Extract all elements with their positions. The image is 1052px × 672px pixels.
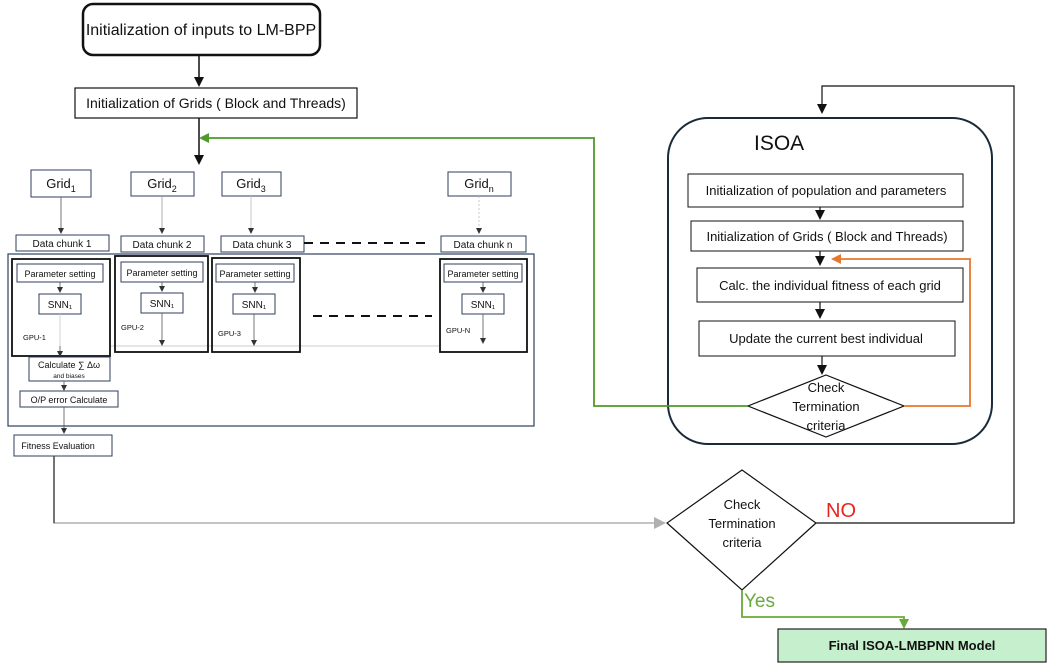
snn-1: SNN₁	[48, 300, 73, 311]
final-model-label: Final ISOA-LMBPNN Model	[829, 638, 996, 653]
gpu-3-label: GPU-3	[218, 329, 241, 338]
svg-text:Data chunk 1: Data chunk 1	[33, 239, 92, 250]
final-model-node: Final ISOA-LMBPNN Model	[777, 628, 1047, 663]
isoa-step-calc-fitness: Calc. the individual fitness of each gri…	[696, 267, 964, 303]
no-label: NO	[826, 500, 856, 522]
data-chunk-n: Data chunk n	[440, 235, 527, 253]
grid-n-subscript: n	[489, 184, 494, 194]
snn-2: SNN₁	[150, 299, 175, 310]
gpu-container	[7, 253, 535, 427]
arrow-fitness-to-check	[53, 456, 666, 529]
op-error-label: O/P error Calculate	[31, 395, 108, 405]
gpu-2-label: GPU-2	[121, 323, 144, 332]
calculate-line2: and biases	[53, 373, 85, 380]
param-setting-2: Parameter setting	[126, 268, 197, 278]
yes-label: Yes	[744, 591, 775, 612]
svg-text:Grid2: Grid2	[147, 176, 177, 194]
svg-text:Data chunk 2: Data chunk 2	[133, 240, 192, 251]
no-loop-arrow	[816, 85, 1015, 524]
gpu-1-block: Parameter setting SNN₁ GPU-1	[11, 258, 111, 357]
param-setting-3: Parameter setting	[219, 269, 290, 279]
init-inputs-label: Initialization of inputs to LM-BPP	[86, 22, 316, 39]
svg-text:Update the current best indivi: Update the current best individual	[729, 331, 923, 346]
grid-2-node: Grid2	[130, 171, 195, 197]
grid-3-node: Grid3	[221, 171, 282, 197]
grid-1-node: Grid1	[30, 169, 92, 198]
main-check-line1: Check	[724, 497, 761, 512]
gpu-n-block: Parameter setting SNN₁ GPU-N	[439, 258, 528, 353]
main-check-line3: criteria	[722, 535, 762, 550]
grid-1-label: Grid	[46, 176, 71, 191]
grid-2-label: Grid	[147, 176, 172, 191]
svg-text:Calc. the individual fitness o: Calc. the individual fitness of each gri…	[719, 278, 941, 293]
data-chunk-2: Data chunk 2	[120, 235, 205, 253]
grid-3-label: Grid	[236, 176, 261, 191]
data-chunk-3: Data chunk 3	[220, 235, 305, 253]
isoa-orange-loop	[831, 254, 971, 407]
svg-text:Grid1: Grid1	[46, 176, 76, 194]
isoa-step-init-grids: Initialization of Grids ( Block and Thre…	[690, 220, 964, 252]
svg-text:Data chunk n: Data chunk n	[454, 240, 513, 251]
gpu-n-label: GPU-N	[446, 326, 470, 335]
svg-text:Initialization of population a: Initialization of population and paramet…	[706, 183, 947, 198]
init-inputs-node: Initialization of inputs to LM-BPP	[81, 2, 322, 57]
gpu-1-label: GPU-1	[23, 333, 46, 342]
isoa-check-line2: Termination	[792, 399, 859, 414]
isoa-step-init-population: Initialization of population and paramet…	[687, 173, 964, 208]
svg-text:Initialization of Grids ( Bloc: Initialization of Grids ( Block and Thre…	[706, 229, 947, 244]
yes-arrow	[741, 590, 909, 629]
svg-text:Grid3: Grid3	[236, 176, 266, 194]
isoa-step-update-best: Update the current best individual	[698, 320, 956, 357]
isoa-green-loop	[199, 133, 748, 407]
main-check-line2: Termination	[708, 516, 775, 531]
gpu-3-block: Parameter setting SNN₁ GPU-3	[211, 257, 301, 353]
snn-n: SNN₁	[471, 300, 496, 311]
param-setting-1: Parameter setting	[24, 269, 95, 279]
grid-1-subscript: 1	[71, 184, 76, 194]
fitness-evaluation-node: Fitness Evaluation	[13, 434, 113, 457]
svg-text:Data chunk 3: Data chunk 3	[233, 240, 292, 251]
calculate-line1: Calculate ∑ Δω	[38, 360, 100, 370]
grid-n-label: Grid	[464, 176, 489, 191]
param-setting-n: Parameter setting	[447, 269, 518, 279]
grid-n-node: Gridn	[447, 171, 512, 197]
data-chunk-1: Data chunk 1	[15, 234, 110, 252]
grid-2-subscript: 2	[172, 184, 177, 194]
gpu-2-block: Parameter setting SNN₁ GPU-2	[114, 255, 209, 353]
init-grids-label: Initialization of Grids ( Block and Thre…	[86, 95, 346, 111]
main-check-decision: Check Termination criteria	[666, 469, 817, 591]
isoa-check-decision: Check Termination criteria	[746, 374, 906, 438]
calculate-node: Calculate ∑ Δω and biases	[28, 356, 111, 382]
fitness-evaluation-label: Fitness Evaluation	[21, 441, 95, 451]
op-error-node: O/P error Calculate	[19, 390, 119, 408]
grid-3-subscript: 3	[261, 184, 266, 194]
snn-3: SNN₁	[242, 300, 267, 311]
svg-text:Gridn: Gridn	[464, 176, 494, 194]
isoa-check-line3: criteria	[806, 418, 846, 433]
isoa-check-line1: Check	[808, 380, 845, 395]
isoa-title: ISOA	[754, 132, 804, 155]
init-grids-node: Initialization of Grids ( Block and Thre…	[74, 87, 358, 119]
